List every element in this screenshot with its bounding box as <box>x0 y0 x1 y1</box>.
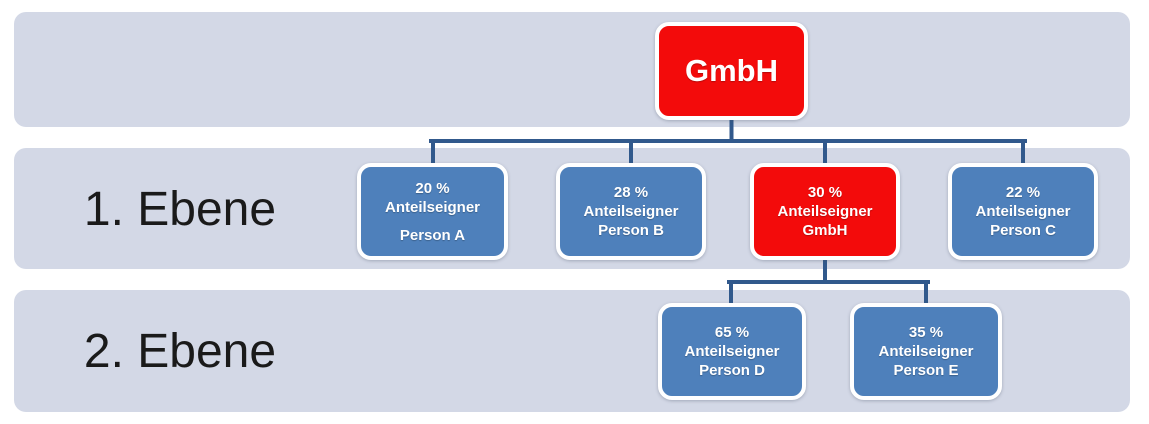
node-role: Anteilseigner <box>878 343 974 360</box>
node-person-name: Person E <box>893 362 959 379</box>
node-role: Anteilseigner <box>583 203 679 220</box>
node-person-c: 22 % Anteilseigner Person C <box>948 163 1098 260</box>
node-role: Anteilseigner <box>684 343 780 360</box>
node-anteilseigner-gmbh: 30 % Anteilseigner GmbH <box>750 163 900 260</box>
node-share: 20 % <box>415 179 450 197</box>
node-person-name: Person B <box>598 222 664 239</box>
level-1-label: 1. Ebene <box>83 183 277 236</box>
node-person-name: GmbH <box>802 222 848 239</box>
node-title: GmbH <box>685 53 778 88</box>
node-share: 28 % <box>613 184 649 201</box>
node-share: 22 % <box>1005 184 1041 201</box>
node-role: Anteilseigner <box>384 198 481 216</box>
node-person-e: 35 % Anteilseigner Person E <box>850 303 1002 400</box>
node-role: Anteilseigner <box>777 203 873 220</box>
node-share: 65 % <box>714 324 750 341</box>
node-person-name: Person D <box>699 362 765 379</box>
node-person-b: 28 % Anteilseigner Person B <box>556 163 706 260</box>
node-person-name: Person C <box>990 222 1056 239</box>
node-person-a: 20 % Anteilseigner Person A <box>357 163 508 260</box>
node-gmbh-root: GmbH <box>655 22 808 120</box>
node-role: Anteilseigner <box>975 203 1071 220</box>
node-share: 30 % <box>807 184 843 201</box>
node-person-d: 65 % Anteilseigner Person D <box>658 303 806 400</box>
node-share: 35 % <box>908 324 944 341</box>
level-2-label: 2. Ebene <box>83 325 277 378</box>
band-top <box>14 12 1130 127</box>
node-person-name: Person A <box>399 226 466 244</box>
